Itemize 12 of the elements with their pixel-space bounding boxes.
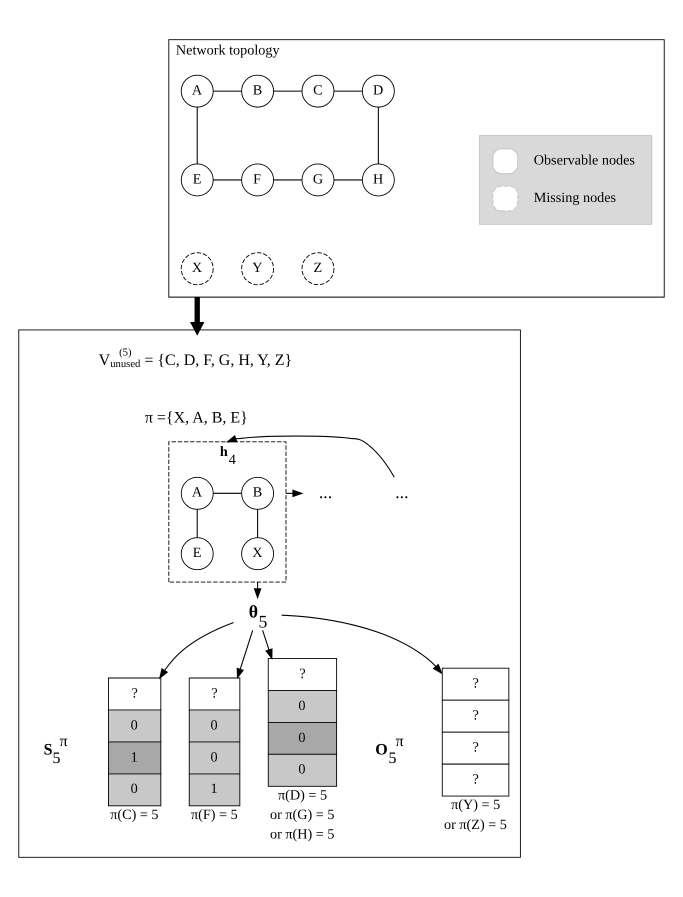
node-label: π(D) = 5 (278, 787, 328, 804)
node-label: or π(G) = 5 (270, 806, 334, 823)
node-label: π(Y) = 5 (451, 797, 500, 814)
legend-label: Observable nodes (534, 152, 635, 169)
node-label: or π(H) = 5 (270, 826, 334, 843)
node-label: π(F) = 5 (191, 806, 238, 823)
node-label: π(C) = 5 (110, 806, 158, 823)
node-text: ... (318, 482, 332, 502)
label: π ={X, A, B, E} (144, 410, 248, 427)
legend-label: Missing nodes (534, 190, 616, 206)
node-label: or π(Z) = 5 (444, 816, 507, 833)
node-text: ... (395, 482, 409, 502)
